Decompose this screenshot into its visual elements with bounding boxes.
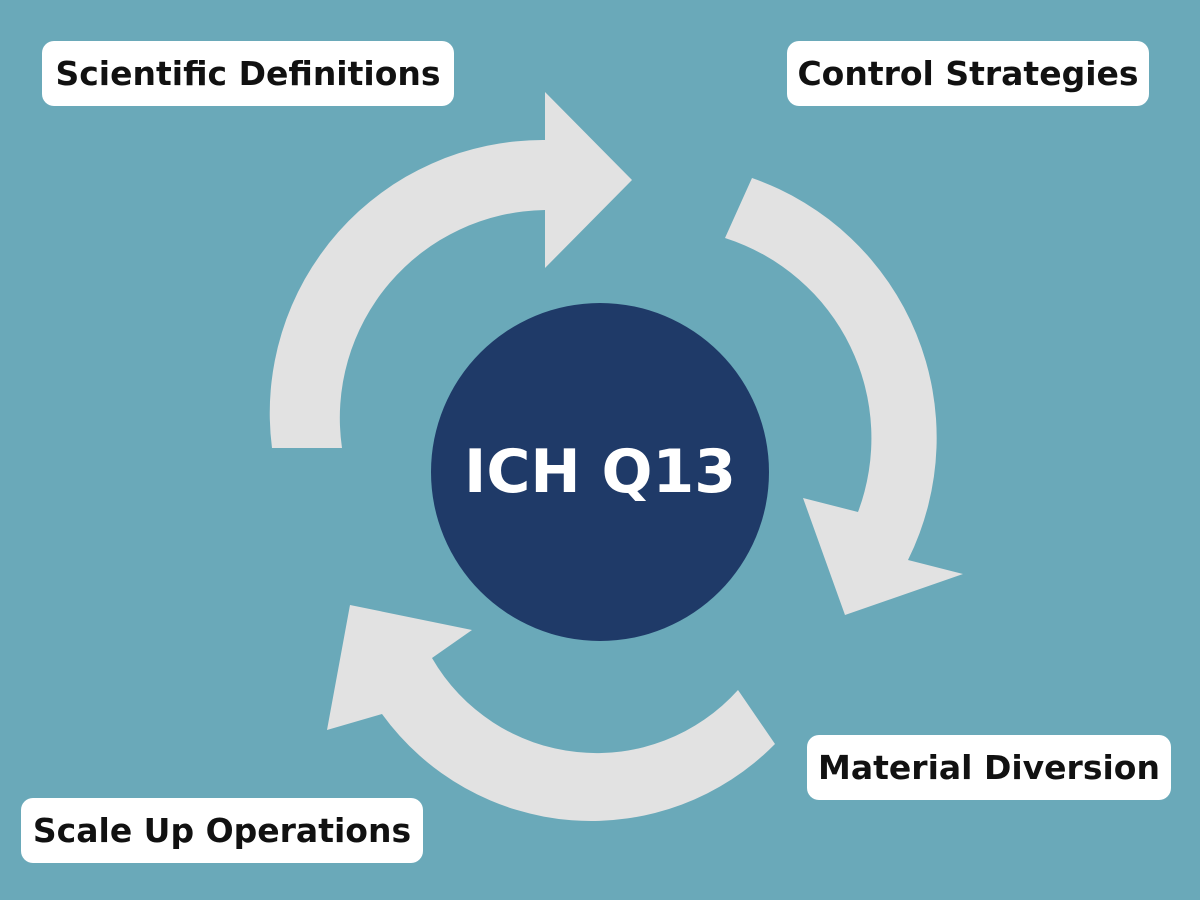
stage-label-scientific-definitions: Scientific Definitions xyxy=(42,41,454,106)
stage-label-control-strategies: Control Strategies xyxy=(787,41,1149,106)
cycle-arrow-right xyxy=(725,178,963,615)
cycle-arrow-bottom xyxy=(327,605,775,821)
cycle-arrow-top xyxy=(269,92,632,448)
center-circle xyxy=(431,303,769,641)
stage-label-scale-up-operations: Scale Up Operations xyxy=(21,798,423,863)
stage-label-material-diversion: Material Diversion xyxy=(807,735,1171,800)
